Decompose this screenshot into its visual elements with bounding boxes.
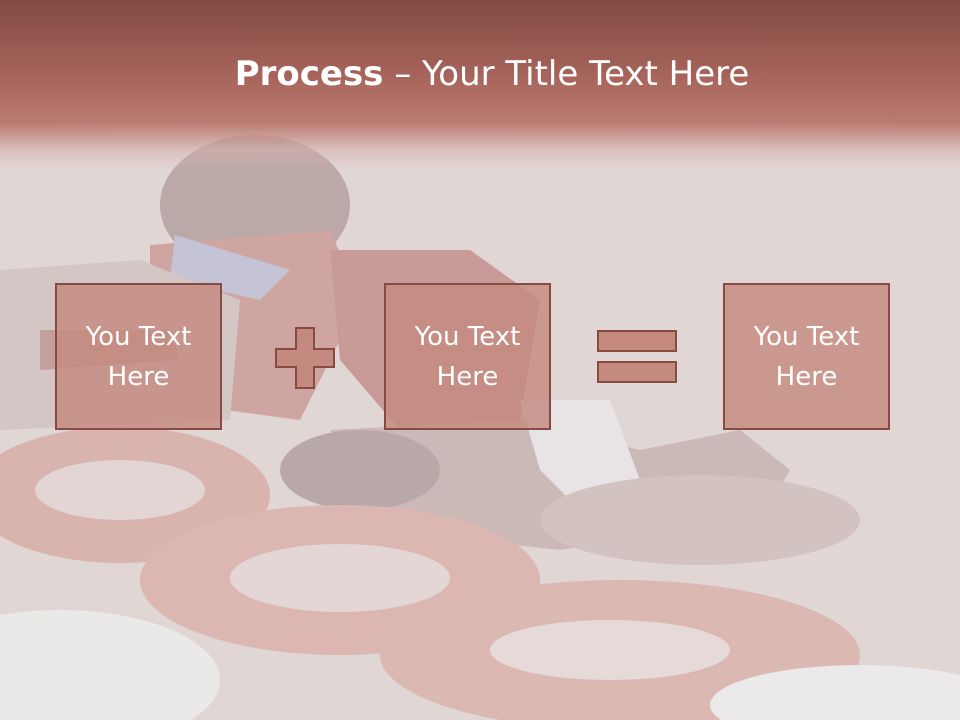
box-2-line-1: You Text xyxy=(414,321,521,352)
box-3-line-1: You Text xyxy=(753,321,860,352)
box-1-line-1: You Text xyxy=(85,321,192,352)
equals-icon xyxy=(597,330,677,383)
box-3-line-2: Here xyxy=(775,361,838,392)
box-2-line-2: Here xyxy=(436,361,499,392)
slide-title: Process – Your Title Text Here xyxy=(0,52,960,96)
process-box-1: You Text Here xyxy=(55,283,222,430)
process-box-3: You Text Here xyxy=(723,283,890,430)
title-bold-part: Process xyxy=(234,54,384,94)
title-rest-part: – Your Title Text Here xyxy=(383,54,750,94)
box-1-line-2: Here xyxy=(107,361,170,392)
process-box-2: You Text Here xyxy=(384,283,551,430)
title-band xyxy=(0,0,960,170)
plus-icon xyxy=(275,327,335,389)
